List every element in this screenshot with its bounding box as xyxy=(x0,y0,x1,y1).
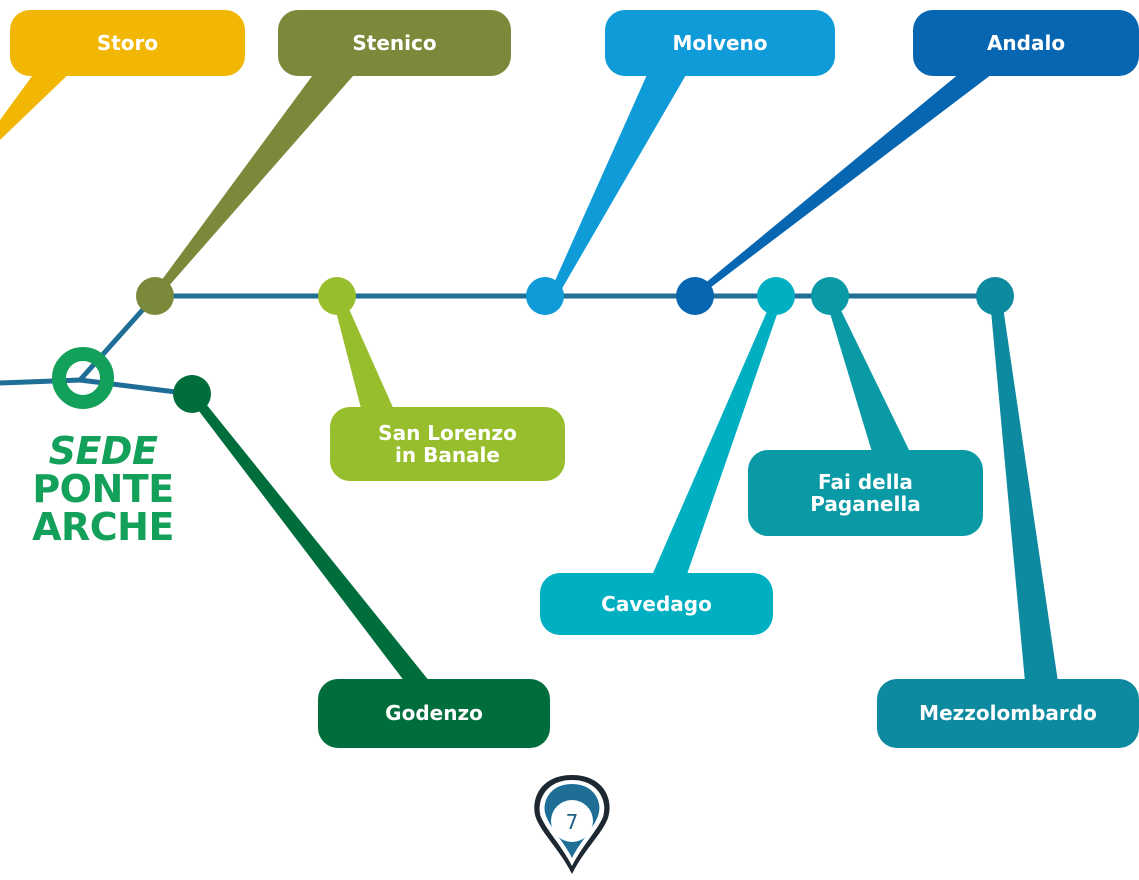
andalo-box xyxy=(913,10,1139,76)
stop-dot-san-lorenzo xyxy=(318,277,356,315)
stop-label-storo: Storo xyxy=(96,30,159,55)
stop-dot-mezzolombardo xyxy=(976,277,1014,315)
stop-label-mezzolombardo: Mezzolombardo xyxy=(919,701,1097,726)
andalo-pointer xyxy=(692,68,1000,294)
storo-pointer xyxy=(0,68,75,140)
hub-title: SEDE PONTE ARCHE xyxy=(18,432,188,546)
route-line-branch xyxy=(0,294,157,386)
stop-dot-stenico xyxy=(136,277,174,315)
cavedago-box xyxy=(540,573,773,635)
stop-label-fai: Fai della Paganella xyxy=(810,469,921,516)
stenico-box xyxy=(278,10,511,76)
stop-label-godenzo: Godenzo xyxy=(385,701,483,726)
stenico-pointer xyxy=(150,68,360,296)
fai-box xyxy=(748,450,983,536)
hub-title-line2: PONTE xyxy=(32,467,174,511)
fai-pointer xyxy=(826,300,910,452)
hub-title-line3: ARCHE xyxy=(32,505,174,549)
godenzo-pointer xyxy=(186,394,430,682)
hub-ring xyxy=(52,347,114,409)
stop-label-stenico: Stenico xyxy=(352,30,437,55)
stop-dot-cavedago xyxy=(757,277,795,315)
stop-dot-godenzo xyxy=(173,375,211,413)
stop-dot-fai xyxy=(811,277,849,315)
stop-label-san-lorenzo: San Lorenzo in Banale xyxy=(378,420,517,467)
mezzolombardo-box xyxy=(877,679,1139,748)
molveno-pointer xyxy=(550,68,690,292)
storo-box xyxy=(10,10,245,76)
cavedago-pointer xyxy=(650,300,782,580)
page-number: 7 xyxy=(565,810,579,834)
stop-label-andalo: Andalo xyxy=(986,30,1066,55)
san-lorenzo-box xyxy=(330,407,565,481)
mezzolombardo-pointer xyxy=(990,300,1058,682)
san-lorenzo-pointer xyxy=(333,300,395,412)
stop-label-cavedago: Cavedago xyxy=(601,591,712,616)
stop-dot-andalo xyxy=(676,277,714,315)
stop-label-molveno: Molveno xyxy=(672,30,768,55)
map-pin-icon xyxy=(534,775,610,874)
stop-dot-molveno xyxy=(526,277,564,315)
molveno-box xyxy=(605,10,835,76)
godenzo-box xyxy=(318,679,550,748)
hub-title-line1: SEDE xyxy=(48,429,158,473)
